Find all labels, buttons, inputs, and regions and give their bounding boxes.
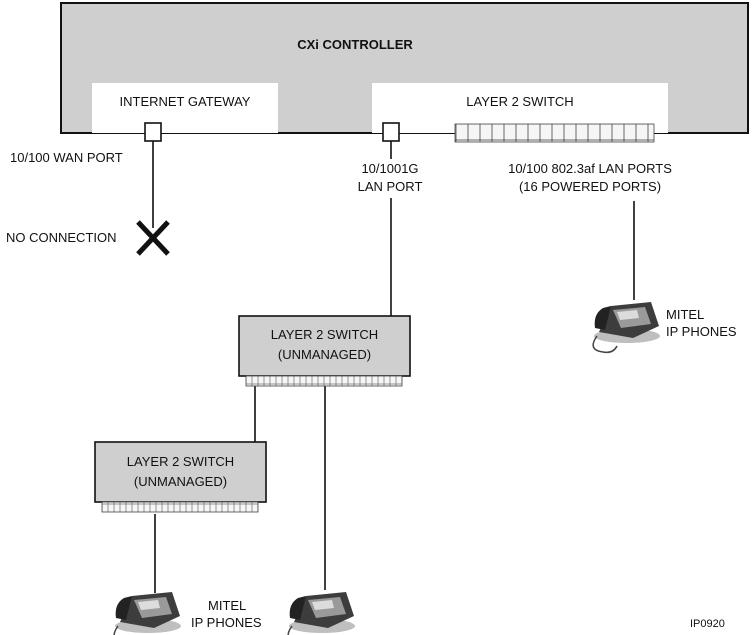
ip-phone-icon (592, 301, 661, 354)
phones-right-label-line2: IP PHONES (666, 324, 737, 339)
switch-b-label-line1: LAYER 2 SWITCH (126, 454, 235, 469)
lan-port-icon (382, 122, 400, 142)
poe-ports-label-line1: 10/100 802.3af LAN PORTS (508, 161, 672, 176)
poe-port-strip (454, 123, 655, 143)
no-connection-x-icon (136, 220, 170, 256)
phones-bottom-label-line1: MITEL (208, 598, 247, 613)
internet-gateway-label: INTERNET GATEWAY (119, 94, 251, 109)
switch-b-port-strip (101, 501, 259, 513)
controller-title: CXi CONTROLLER (297, 37, 413, 52)
poe-ports-label-line2: (16 POWERED PORTS) (518, 179, 662, 194)
switch-a-label-line2: (UNMANAGED) (277, 347, 372, 362)
ip-phone-icon (287, 591, 356, 635)
ip-phone-icon (113, 591, 182, 635)
switch-a-box (238, 315, 411, 377)
layer2-switch-label: LAYER 2 SWITCH (466, 94, 574, 109)
switch-a-port-strip (245, 375, 403, 387)
phones-right-label-line1: MITEL (666, 307, 705, 322)
phones-bottom-label-line2: IP PHONES (191, 615, 262, 630)
switch-a-label-line1: LAYER 2 SWITCH (270, 327, 379, 342)
lan-port-label-line2: LAN PORT (357, 179, 423, 194)
no-connection-label: NO CONNECTION (6, 230, 117, 245)
lan-port-label-line1: 10/1001G (361, 161, 419, 176)
wan-port-label: 10/100 WAN PORT (10, 150, 123, 165)
switch-b-label-line2: (UNMANAGED) (133, 474, 228, 489)
wan-port-icon (144, 122, 162, 142)
switch-b-box (94, 441, 267, 503)
internet-gateway-box (92, 83, 278, 133)
figure-id: IP0920 (690, 618, 725, 630)
